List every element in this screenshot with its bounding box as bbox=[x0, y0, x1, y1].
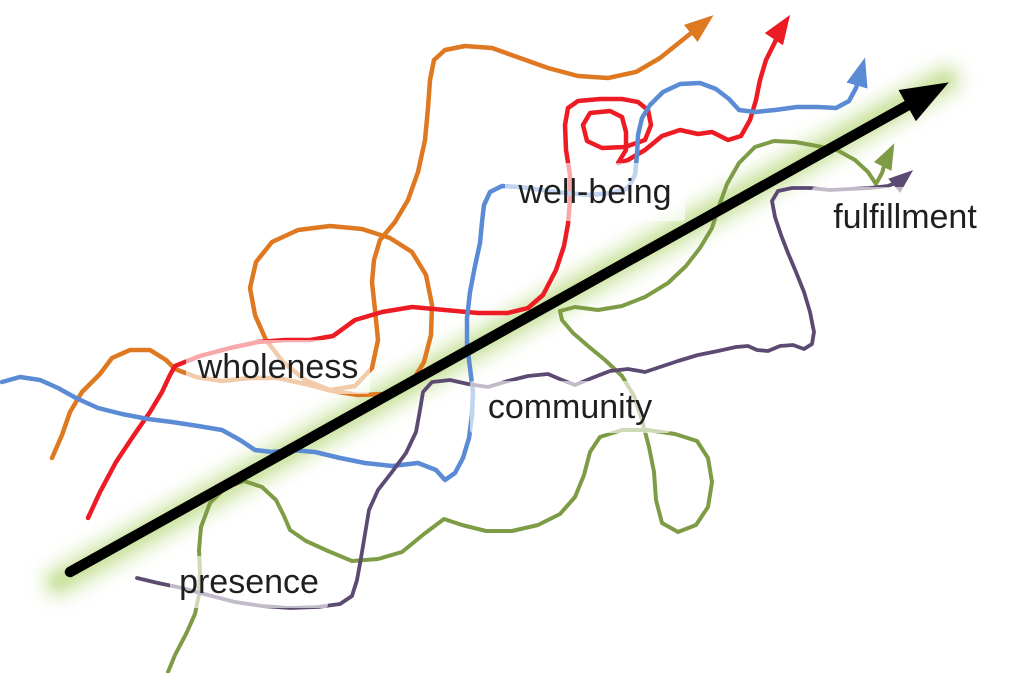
journey-lines-svg bbox=[0, 14, 961, 673]
journey-diagram-canvas: wholeness well-being fulfillment communi… bbox=[0, 14, 977, 673]
